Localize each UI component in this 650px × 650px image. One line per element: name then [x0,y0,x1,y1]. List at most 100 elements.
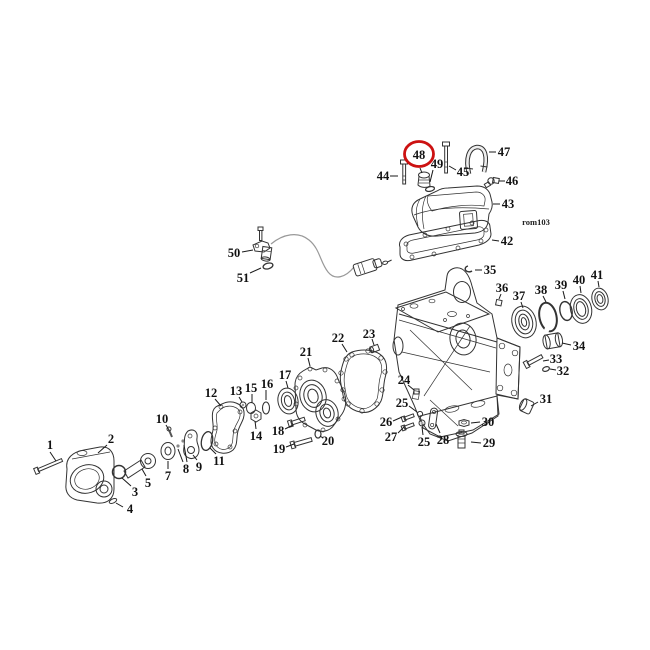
callout-38: 38 [535,283,548,303]
part-2-art [65,446,115,504]
callout-leader-line [397,426,405,434]
part-30-art [458,418,470,428]
callout-number: 29 [483,436,496,450]
callout-7: 7 [165,461,171,483]
part-29-art [455,429,468,449]
callout-number: 35 [484,263,497,277]
part-48-art [417,171,431,188]
callout-number: 11 [213,454,225,468]
callout-leader-line [421,426,424,436]
callout-leader-line [429,169,434,183]
callout-37: 37 [513,289,526,309]
part-3-art [111,464,127,480]
callout-3: 3 [121,477,138,499]
callout-35: 35 [475,263,496,277]
callout-8: 8 [177,444,189,476]
callout-leader-line [49,451,57,462]
part-24-art [392,267,521,442]
callout-number: 47 [498,145,511,159]
callout-leader-line [542,295,547,303]
callout-leader-line [549,368,557,371]
callout-number: 51 [237,271,250,285]
callout-leader-line [579,285,582,294]
part-10-art [166,426,173,438]
callout-leader-line [214,398,222,407]
part-50-art [252,226,392,278]
highlight-circle [403,140,435,168]
callout-31: 31 [530,392,553,407]
part-28-art [428,407,439,430]
callout-number: 16 [261,377,274,391]
callout-number: 15 [245,381,258,395]
callout-number: 25 [396,396,409,410]
part-38-art [538,301,558,333]
callout-14: 14 [250,420,263,443]
part-34-art [542,332,564,350]
callout-39: 39 [555,278,568,300]
callout-leader-line [530,401,539,407]
callout-leader-line [141,468,147,477]
callout-19: 19 [273,442,295,456]
part-19-art [289,436,313,450]
callout-leader-line [520,301,524,309]
callout-leader-line [97,444,108,454]
callout-leader-line [597,280,600,288]
callout-number: 37 [513,289,526,303]
callout-leader-line [177,448,184,463]
callout-leader-line [115,502,124,508]
part-12-art [210,401,245,454]
part-35-art [464,265,473,273]
callout-leader-line [319,435,324,439]
callout-leader-line [165,424,170,431]
callout-number: 21 [300,345,313,359]
callout-40: 40 [573,273,585,294]
callout-number: 23 [363,327,376,341]
callout-12: 12 [205,386,222,407]
callout-number: 34 [573,339,586,353]
callout-number: 49 [431,157,444,171]
part-17-art [277,387,299,415]
callout-leader-line [371,338,375,346]
callout-25: 25 [418,426,431,449]
callout-leader-line [254,420,257,430]
callout-leader-line [407,384,415,391]
callout-25: 25 [396,396,418,413]
callout-number: 48 [413,148,426,162]
callout-9: 9 [192,454,202,474]
callout-leader-line [498,293,502,300]
part-16-art [261,401,271,415]
callout-leader-line [542,359,550,362]
callout-24: 24 [398,373,415,391]
part-37-art [511,305,537,339]
callout-number: 22 [332,331,345,345]
callout-36: 36 [496,281,509,300]
part-36-art [494,298,503,307]
callout-number: 2 [108,432,114,446]
callout-number: 32 [557,364,570,378]
callout-30: 30 [470,415,494,429]
part-7-art [160,442,176,460]
callout-number: 28 [437,433,450,447]
callout-number: 25 [418,435,431,449]
callout-leader-line [285,380,289,389]
part-44-art [400,159,408,185]
callout-number: 39 [555,278,568,292]
callout-leader-line [284,424,294,430]
callout-number: 38 [535,283,548,297]
callout-22: 22 [332,331,348,353]
callout-number: 31 [540,392,553,406]
callout-16: 16 [261,377,274,400]
callout-number: 17 [279,368,292,382]
part-25b-art [418,419,426,427]
callout-leader-line [470,421,481,424]
part-32-art [542,366,550,372]
callout-leader-line [238,396,243,403]
callout-number: 27 [385,430,398,444]
callout-leader-line [209,447,217,455]
callout-number: 10 [156,412,169,426]
callout-leader-line [241,249,254,253]
callout-leader-line [192,454,198,461]
callout-number: 36 [496,281,509,295]
part-25a-art [416,410,424,418]
callout-leader-line [562,290,566,300]
